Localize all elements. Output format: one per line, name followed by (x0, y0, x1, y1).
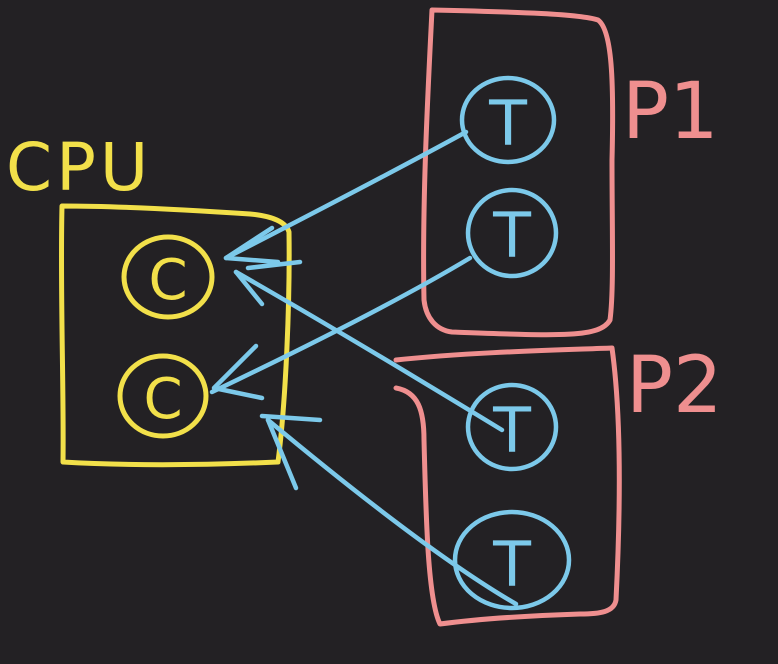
arrow-p1t2-to-core2 (209, 255, 473, 401)
cpu-core-2: C (117, 353, 209, 439)
p1-thread-2: T (465, 187, 559, 279)
p2-thread-2-label: T (492, 528, 532, 601)
process-p2-label: P2 (626, 341, 723, 431)
cpu-core-1: C (121, 234, 215, 320)
core-1-label: C (148, 248, 187, 313)
process-p1-label: P1 (622, 67, 719, 157)
thread-circle (465, 187, 559, 279)
p1-thread-1: T (459, 75, 557, 165)
p2-thread-2: T (452, 509, 572, 611)
p2-thread-1-label: T (492, 394, 532, 467)
process-p1: P1 T T (421, 7, 719, 338)
thread-arrows (209, 129, 519, 607)
thread-circle (465, 382, 559, 472)
cpu-label: CPU (6, 129, 152, 206)
process-p2: P2 T T (393, 341, 723, 627)
cpu-box (58, 203, 292, 468)
process-p2-box (393, 345, 622, 627)
core-circle (121, 234, 215, 320)
core-circle (117, 353, 209, 439)
core-2-label: C (143, 367, 182, 432)
process-p1-box (421, 7, 616, 338)
cpu-group: CPU C C (6, 129, 292, 468)
p1-thread-1-label: T (488, 87, 528, 160)
p1-thread-2-label: T (492, 199, 532, 272)
arrow-p2t1-to-core1 (233, 259, 505, 433)
arrow-p1t1-to-core1 (223, 129, 469, 265)
thread-circle (452, 509, 572, 611)
p2-thread-1: T (465, 382, 559, 472)
thread-circle (459, 75, 557, 165)
arrow-p2t2-to-core2 (259, 413, 519, 607)
